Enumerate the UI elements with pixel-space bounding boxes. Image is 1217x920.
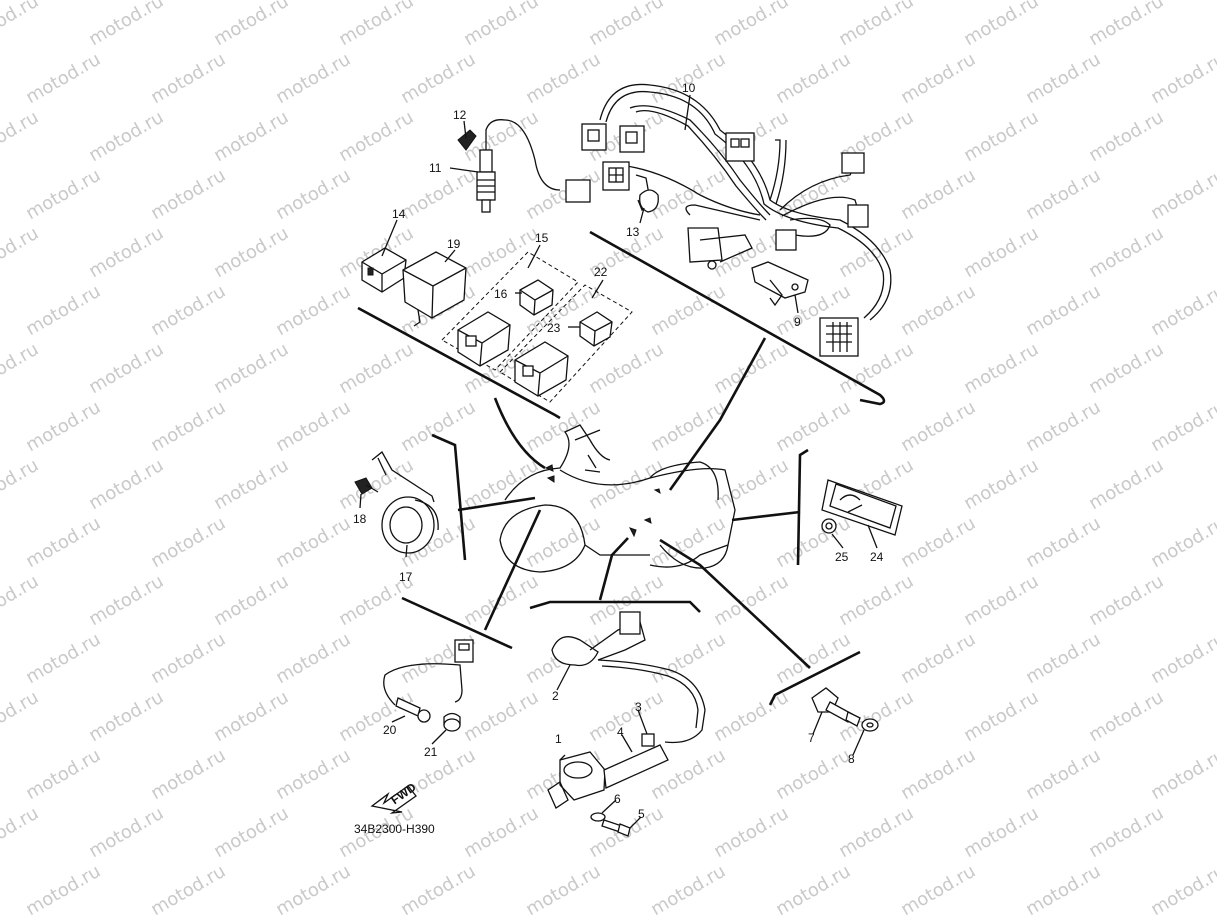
- part-18-bolt: [354, 477, 379, 495]
- part-5-bolt: [601, 819, 631, 837]
- part-12-clip: [457, 129, 477, 151]
- part-24-plate: [821, 479, 903, 536]
- leader-coil: [598, 537, 629, 601]
- callout-5: 5: [638, 807, 645, 821]
- callout-19: 19: [447, 237, 461, 251]
- callout-13: 13: [626, 225, 640, 239]
- part-9-sensor: [751, 261, 809, 307]
- part-14-relay: [361, 247, 407, 293]
- harness-connector-h: [565, 179, 591, 203]
- callout-15: 15: [535, 231, 549, 245]
- callout-14: 14: [392, 207, 406, 221]
- diagram-code: 34B2300-H390: [354, 822, 435, 836]
- coil-panel-edge: [529, 600, 701, 613]
- part-23-connector: [579, 311, 613, 347]
- part-8-washer: [861, 718, 879, 732]
- callout-21: 21: [424, 745, 438, 759]
- callout-11: 11: [429, 161, 442, 175]
- fwd-arrow-icon: FWD: [370, 780, 419, 814]
- part-17-horn: [371, 451, 439, 554]
- harness-connector-e: [841, 152, 865, 174]
- callout-23: 23: [547, 321, 561, 335]
- sensor-panel-edge: [768, 650, 861, 706]
- part-25-nut: [821, 518, 837, 534]
- leader-lead: [483, 509, 542, 631]
- callout-16: 16: [494, 287, 508, 301]
- callout-20: 20: [383, 723, 397, 737]
- callout-8: 8: [848, 752, 855, 766]
- callout-9: 9: [794, 315, 801, 329]
- part-11-sensor: [476, 119, 506, 213]
- part-7-sensor: [811, 687, 861, 727]
- lead-panel-edge: [401, 596, 513, 650]
- harness-connector-d: [725, 132, 755, 162]
- callout-12: 12: [453, 108, 467, 122]
- leader-sensor: [659, 538, 811, 669]
- part-2-plug-cap: [551, 611, 646, 667]
- callout-17: 17: [399, 570, 413, 584]
- callout-1: 1: [555, 732, 562, 746]
- part-13-clamp: [639, 189, 659, 213]
- callout-24: 24: [870, 550, 884, 564]
- callout-25: 25: [835, 550, 849, 564]
- horn-panel-edge: [431, 433, 467, 561]
- harness-panel-edge: [589, 230, 886, 406]
- relay-panel-edge: [357, 306, 561, 420]
- part-16-connector: [519, 279, 554, 316]
- part-6-washer: [590, 812, 606, 822]
- diagnostic-connector: [819, 317, 859, 357]
- harness-connector-f: [847, 204, 869, 228]
- leader-harness: [668, 337, 767, 491]
- harness-block: [687, 227, 723, 263]
- callout-6: 6: [614, 792, 621, 806]
- part-1-coil: [547, 744, 669, 809]
- leader-horn: [457, 496, 536, 512]
- wire-harness: [504, 83, 892, 357]
- callout-22: 22: [594, 265, 608, 279]
- callout-18: 18: [353, 512, 367, 526]
- leader-plate: [731, 510, 801, 522]
- motorcycle-outline: [499, 424, 736, 573]
- plate-panel-edge: [796, 448, 809, 566]
- part-4-lead: [597, 659, 706, 744]
- part-3-clamp: [641, 733, 655, 747]
- callout-numbers: 10 9 11 12 13 14 19 15 16 22 23 17 18 25…: [353, 81, 884, 821]
- part-22-connector: [514, 341, 569, 397]
- callout-4: 4: [617, 725, 624, 739]
- leader-relays: [493, 397, 546, 470]
- callout-2: 2: [552, 689, 559, 703]
- callout-7: 7: [808, 731, 815, 745]
- part-19-relay: [402, 251, 467, 327]
- part-20-lead: [383, 639, 474, 723]
- harness-connector-g: [775, 229, 797, 251]
- part-21-grommet: [443, 712, 461, 732]
- callout-3: 3: [635, 700, 642, 714]
- part-15-connector: [457, 311, 511, 367]
- callout-10: 10: [682, 81, 696, 95]
- callout-leaders: [359, 94, 878, 829]
